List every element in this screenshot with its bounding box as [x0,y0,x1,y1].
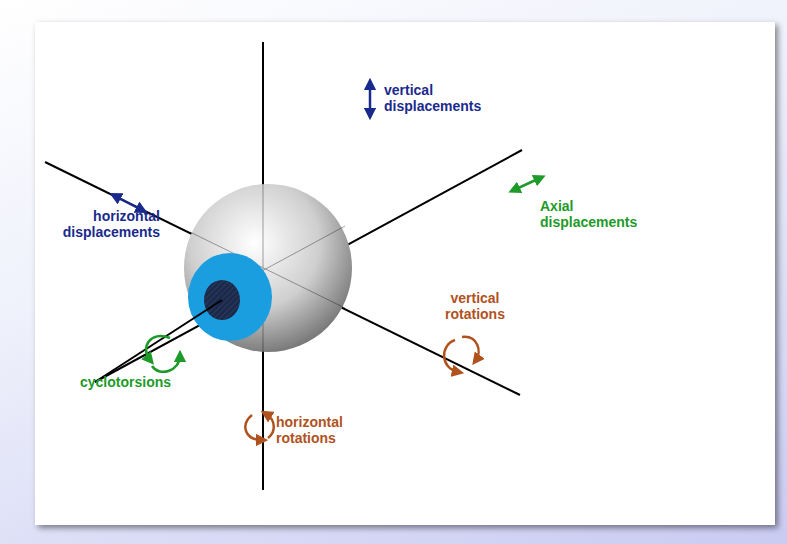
motion-label: horizontal rotations [276,414,366,446]
eyeball [184,184,352,352]
motion-label: Axial displacements [540,198,660,230]
motion-label: horizontal displacements [38,208,160,240]
axes [45,42,522,490]
iris [188,253,272,341]
motion-arrows [115,84,540,440]
motion-label: cyclotorsions [80,374,190,390]
motion-label: vertical rotations [430,290,520,322]
motion-label: vertical displacements [384,82,494,114]
axial-line-front [95,300,222,382]
